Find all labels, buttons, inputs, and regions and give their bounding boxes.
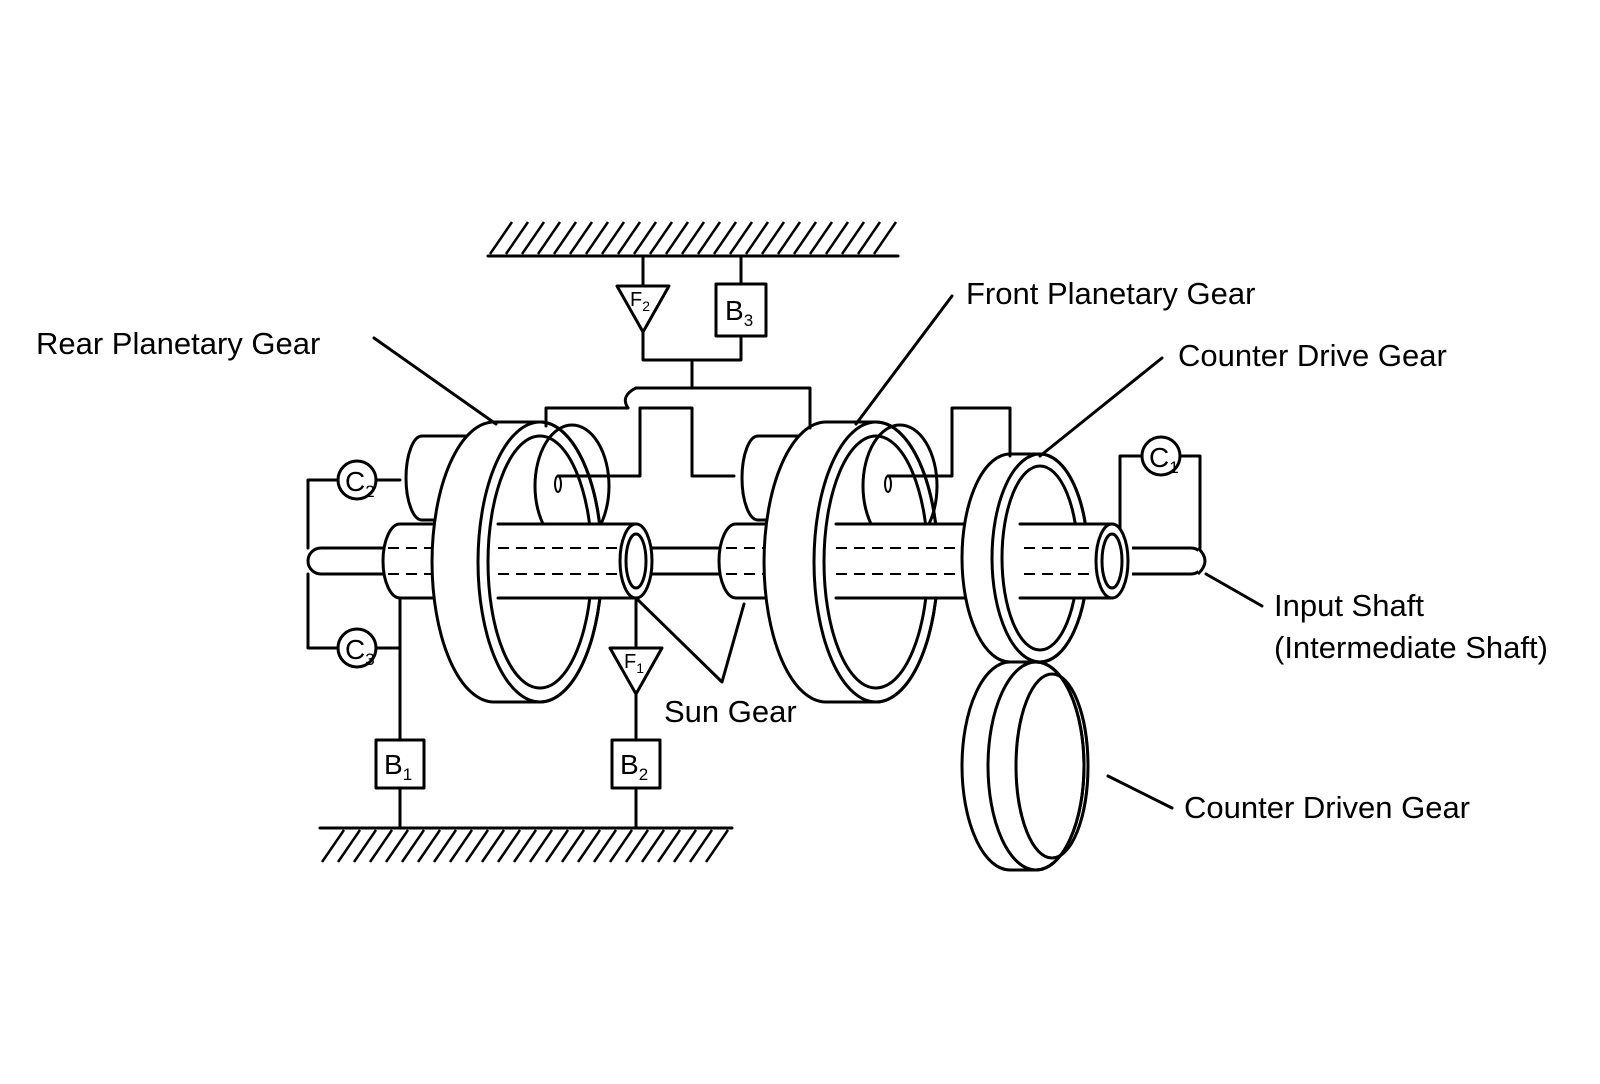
brake-b3: B3: [714, 282, 768, 338]
label-front-planetary-gear: Front Planetary Gear: [966, 276, 1255, 311]
counter-drive-hub: [1018, 522, 1132, 600]
top-ground: [486, 221, 900, 258]
label-counter-driven-gear: Counter Driven Gear: [1184, 790, 1470, 825]
front-drum: [834, 522, 974, 600]
label-intermediate-shaft: (Intermediate Shaft): [1274, 630, 1548, 665]
bottom-ground: [318, 826, 734, 863]
counter-driven-gear: [960, 660, 1090, 872]
svg-text:C1: C1: [1149, 442, 1179, 477]
label-counter-drive-gear: Counter Drive Gear: [1178, 338, 1447, 373]
leader-lines: [372, 294, 1264, 810]
connection-lines: [306, 254, 1202, 830]
one-way-clutch-f1: F1: [608, 646, 664, 696]
svg-text:B2: B2: [620, 749, 648, 784]
label-input-shaft: Input Shaft: [1274, 588, 1424, 623]
brake-b2: B2: [610, 738, 662, 790]
brake-b1: B1: [374, 738, 426, 790]
svg-text:B1: B1: [384, 749, 412, 784]
svg-text:F1: F1: [624, 651, 644, 676]
text-labels: Rear Planetary Gear Front Planetary Gear…: [36, 276, 1548, 825]
front-sun-sleeve: [717, 522, 778, 600]
clutch-c3: C3: [336, 627, 378, 669]
label-rear-planetary-gear: Rear Planetary Gear: [36, 326, 320, 361]
svg-text:C3: C3: [345, 634, 375, 669]
clutch-c1: C1: [1140, 435, 1182, 477]
label-sun-gear: Sun Gear: [664, 694, 797, 729]
svg-text:F2: F2: [630, 289, 650, 314]
one-way-clutch-f2: F2: [615, 284, 671, 334]
svg-text:B3: B3: [725, 295, 753, 330]
rear-sun-drum: [496, 522, 654, 600]
svg-text:C2: C2: [345, 466, 375, 501]
clutch-c2: C2: [336, 459, 378, 501]
